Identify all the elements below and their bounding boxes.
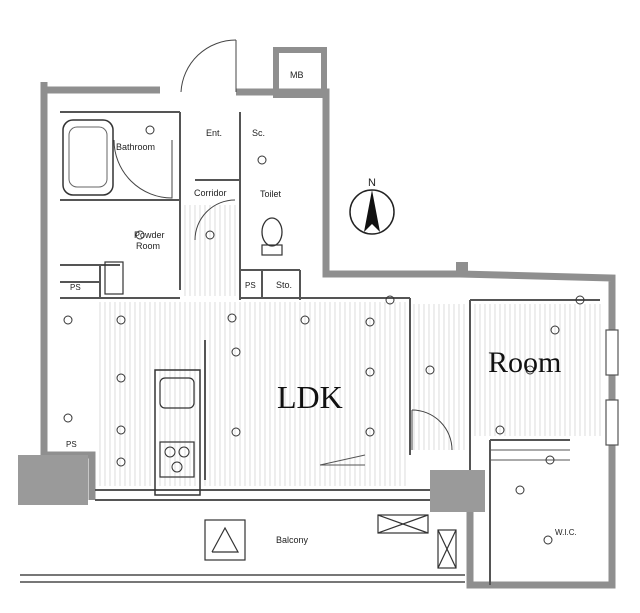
light-fixture-icon [365,367,375,377]
room-label-ps-1: PS [245,281,256,290]
light-fixture-icon [575,295,585,305]
light-fixture-icon [543,535,553,545]
light-fixture-icon [365,317,375,327]
kitchen-sink [159,377,195,409]
interior-walls [60,111,600,585]
corner-pillar [18,455,88,505]
room-label-shoe-closet: Sc. [252,128,265,138]
light-fixture-icon [116,457,126,467]
room-label-storage: Sto. [276,280,292,290]
exterior-walls [40,82,616,589]
room-label-corridor: Corridor [194,188,227,198]
light-fixture-icon [231,347,241,357]
light-fixture-icon [425,365,435,375]
light-fixture-icon [385,295,395,305]
room-label-balcony: Balcony [276,535,309,545]
light-fixture-icon [116,315,126,325]
room-label-ps-2: PS [70,283,81,292]
room-label-entrance: Ent. [206,128,222,138]
compass-needle-icon [364,190,380,232]
light-fixture-icon [300,315,310,325]
light-fixture-icon [63,413,73,423]
vent-stub [456,262,468,276]
washbasin [104,261,124,295]
light-fixture-icon [63,315,73,325]
kitchen-counter [154,369,201,496]
stove-burners [164,446,190,473]
outdoor-units [204,514,457,569]
light-fixture-icon [227,313,237,323]
bathtub-inner [68,126,108,188]
room-label-toilet: Toilet [260,189,282,199]
mb-box [273,47,327,98]
toilet-tank [261,244,283,256]
room-label-wic: W.I.C. [555,528,577,537]
light-fixture-icon [135,230,145,240]
stove [159,441,195,478]
light-fixture-icon [495,425,505,435]
room-label-mb: MB [290,70,304,80]
closet-hatch [319,449,570,466]
balcony-rail [20,574,465,583]
light-fixture-icon [525,365,535,375]
room-label-powder-room: Powder Room [134,230,167,251]
light-fixture-icon [545,455,555,465]
compass: N [349,177,395,235]
light-fixture-icon [116,373,126,383]
room-label-bathroom: Bathroom [116,142,155,152]
compass-north-label: N [368,177,376,189]
room-label-ldk: LDK [277,379,343,415]
toilet-fixture [261,217,283,247]
light-fixture-icon [550,325,560,335]
light-fixture-icon [145,125,155,135]
light-fixture-icon [205,230,215,240]
light-fixture-icon [231,427,241,437]
light-fixture-icon [365,427,375,437]
pillar-mid [430,470,485,512]
doors [113,39,453,451]
windows [605,329,619,446]
bathtub [62,119,114,196]
light-fixture-icon [515,485,525,495]
room-label-room: Room [488,346,561,379]
light-fixture-icon [257,155,267,165]
light-fixture-icon [116,425,126,435]
light-fixtures [63,125,585,545]
room-label-ps-3: PS [66,440,77,449]
